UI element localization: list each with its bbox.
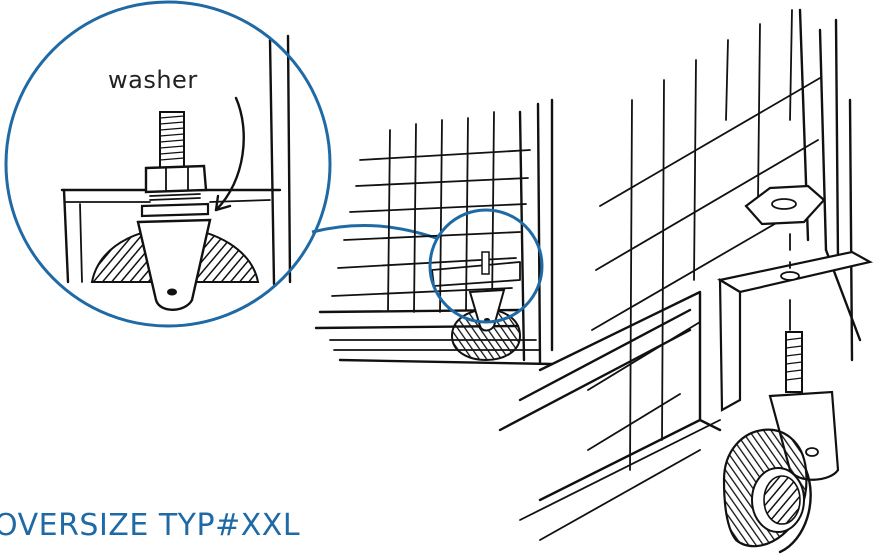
zoom-circle	[4, 0, 332, 328]
threaded-stud	[159, 111, 185, 169]
washer	[140, 193, 210, 218]
nut	[144, 164, 208, 194]
zoom-connector	[311, 224, 437, 240]
washer-label: washer	[108, 66, 198, 94]
oversize-label: OVERSIZE TYP#XXL	[0, 508, 301, 543]
zoom-detail	[4, 0, 332, 328]
small-circle	[428, 208, 544, 324]
right-scene	[498, 8, 874, 554]
middle-scene	[314, 98, 554, 366]
